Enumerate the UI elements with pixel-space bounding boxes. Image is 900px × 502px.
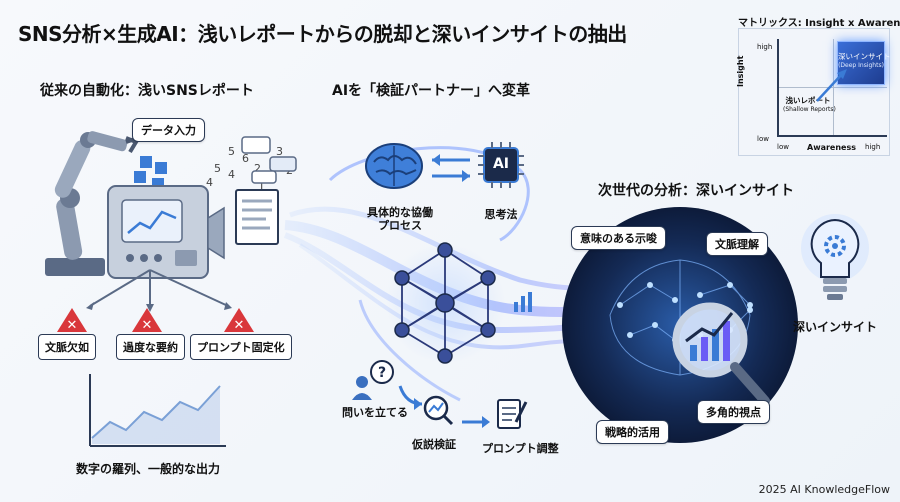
warning-icon: ✕	[55, 306, 89, 334]
warning-icon: ✕	[130, 306, 164, 334]
document-icon	[235, 189, 279, 245]
svg-text:✕: ✕	[234, 318, 245, 333]
neural-network-illustration	[385, 242, 505, 364]
step-label: 問いを立てる	[342, 406, 408, 419]
problem-item: 文脈欠如	[38, 334, 96, 360]
question-person-icon: ?	[352, 360, 394, 400]
chat-bubble-icon	[241, 136, 271, 154]
matrix-axes: 深いインサイト (Deep Insights) 浅いレポート (Shallow …	[777, 39, 891, 137]
insight-awareness-matrix: 深いインサイト (Deep Insights) 浅いレポート (Shallow …	[736, 28, 891, 156]
exchange-arrows-icon	[432, 154, 470, 182]
prompt-edit-icon	[497, 399, 528, 429]
matrix-x-axis-label: Awareness	[807, 143, 856, 152]
machine-screen	[121, 199, 183, 243]
robot-arm-base	[45, 258, 105, 276]
svg-text:✕: ✕	[142, 318, 153, 333]
deep-insight-brain-illustration	[562, 207, 798, 443]
shallow-area-chart	[89, 374, 226, 447]
step-arrow	[398, 385, 423, 410]
robot-arm-upper	[54, 140, 91, 198]
insight-tag: 意味のある示唆	[571, 226, 666, 250]
problem-item: 過度な要約	[116, 334, 185, 360]
light-bulb-icon	[801, 214, 869, 300]
matrix-title: マトリックス: Insight x Awareness	[738, 18, 900, 29]
right-section-heading: 次世代の分析：深いインサイト	[598, 183, 794, 199]
svg-text:?: ?	[378, 365, 386, 381]
matrix-x-high: high	[865, 143, 881, 151]
brain-icon	[365, 143, 423, 189]
step-label: 仮説検証	[412, 438, 456, 451]
problem-item: プロンプト固定化	[190, 334, 292, 360]
insight-tag: 戦略的活用	[596, 420, 669, 444]
insight-tag: 文脈理解	[706, 232, 768, 256]
middle-section-heading: AIを「検証パートナー」へ変革	[332, 83, 531, 99]
chat-bubble-icon	[269, 156, 297, 172]
step-arrow	[462, 416, 490, 428]
process-label: 思考法	[484, 208, 518, 221]
shallow-reports-quadrant: 浅いレポート (Shallow Reports)	[783, 96, 836, 113]
svg-text:✕: ✕	[67, 318, 78, 333]
chat-bubble-icon	[251, 170, 277, 184]
insight-tag: 多角的視点	[697, 400, 770, 424]
matrix-y-low: low	[757, 135, 769, 143]
hypothesis-magnifier-icon	[423, 395, 454, 426]
robot-arm-lower	[56, 198, 83, 260]
deep-insights-quadrant: 深いインサイト (Deep Insights)	[837, 41, 891, 85]
ai-chip-icon: AI	[478, 142, 524, 188]
chart-caption: 数字の羅列、一般的な出力	[76, 462, 221, 476]
bulb-label: 深いインサイト	[793, 320, 878, 334]
machine-output-nozzle	[207, 206, 225, 260]
credit-text: 2025 AI KnowledgeFlow	[758, 483, 890, 496]
matrix-x-low: low	[777, 143, 789, 151]
data-input-bubble: データ入力	[132, 118, 205, 142]
matrix-y-high: high	[757, 43, 773, 51]
warning-icon: ✕	[222, 306, 256, 334]
ai-chip-label: AI	[492, 156, 510, 172]
report-document-illustration	[235, 136, 297, 245]
process-label: 具体的な協働 プロセス	[367, 206, 433, 232]
page-title: SNS分析×生成AI：浅いレポートからの脱却と深いインサイトの抽出	[18, 22, 627, 46]
matrix-y-axis-label: Insight	[736, 55, 745, 87]
automation-machine-illustration	[45, 131, 225, 279]
step-label: プロンプト調整	[482, 442, 559, 455]
left-section-heading: 従来の自動化：浅いSNSレポート	[40, 83, 254, 99]
problem-branch-arrows	[86, 269, 232, 312]
bar-chart-icon	[514, 292, 532, 312]
